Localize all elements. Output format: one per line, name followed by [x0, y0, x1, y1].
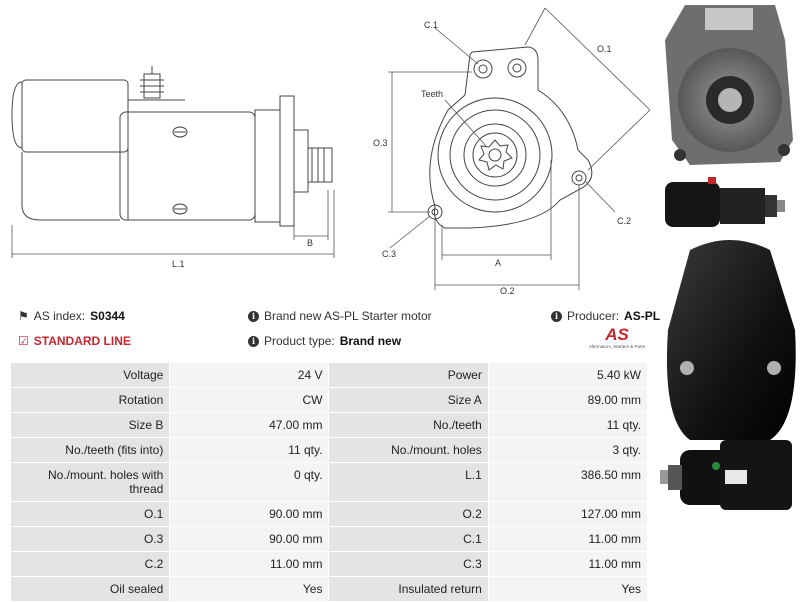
spec-value: 90.00 mm	[169, 501, 330, 527]
spec-label: No./teeth	[328, 412, 489, 438]
table-row: Size B 47.00 mm No./teeth 11 qty.	[9, 412, 649, 438]
side-view-drawing: B L.1	[11, 66, 335, 269]
spec-value: 5.40 kW	[487, 362, 649, 388]
photo-side-large	[660, 440, 792, 510]
spec-label: O.3	[9, 526, 171, 552]
spec-value: 127.00 mm	[487, 501, 649, 527]
spec-label: Power	[328, 362, 489, 388]
spec-value: 11 qty.	[169, 437, 330, 463]
table-row: Rotation CW Size A 89.00 mm	[9, 387, 649, 413]
spec-label: Oil sealed	[9, 576, 171, 602]
description: i Brand new AS-PL Starter motor	[248, 309, 432, 323]
spec-value: 24 V	[169, 362, 330, 388]
as-index-label: AS index:	[33, 309, 86, 323]
table-row: Voltage 24 V Power 5.40 kW	[9, 362, 649, 388]
info-icon: i	[248, 335, 259, 347]
spec-label: C.2	[9, 551, 171, 577]
spec-label: Size B	[9, 412, 171, 438]
tag-icon: ⚑	[18, 309, 29, 323]
photo-solenoid-cover	[666, 240, 796, 440]
dim-c1-label: C.1	[424, 20, 438, 30]
spec-value: Yes	[169, 576, 330, 602]
front-view-drawing: C.1 O.1 Teeth O.3 C.2 C.3 A O.2	[373, 7, 651, 296]
standard-line: ☑ STANDARD LINE	[18, 334, 131, 348]
checkbox-icon: ☑	[18, 334, 29, 348]
spec-value: 90.00 mm	[169, 526, 330, 552]
spec-label: No./mount. holes with thread	[9, 462, 171, 502]
info-icon: i	[248, 310, 259, 322]
spec-value: 11.00 mm	[169, 551, 330, 577]
dim-l1-label: L.1	[172, 259, 185, 269]
spec-table: Voltage 24 V Power 5.40 kW Rotation CW S…	[9, 362, 649, 602]
dim-o2-label: O.2	[500, 286, 515, 296]
description-text: Brand new AS-PL Starter motor	[264, 309, 432, 323]
table-row: O.1 90.00 mm O.2 127.00 mm	[9, 501, 649, 527]
spec-label: L.1	[328, 462, 489, 502]
spec-value: Yes	[487, 576, 649, 602]
spec-value: 3 qty.	[487, 437, 649, 463]
product-type-value: Brand new	[339, 334, 402, 348]
table-row: O.3 90.00 mm C.1 11.00 mm	[9, 526, 649, 552]
spec-value: 89.00 mm	[487, 387, 649, 413]
product-type: i Product type: Brand new	[248, 334, 401, 348]
dim-o3-label: O.3	[373, 138, 388, 148]
spec-label: Size A	[328, 387, 489, 413]
dim-c3-label: C.3	[382, 249, 396, 259]
teeth-label: Teeth	[421, 89, 443, 99]
spec-label: No./mount. holes	[328, 437, 489, 463]
producer-label: Producer:	[567, 309, 620, 323]
info-icon: i	[551, 310, 562, 322]
spec-value: 11.00 mm	[487, 551, 649, 577]
logo-text: AS	[605, 325, 629, 344]
spec-value: 47.00 mm	[169, 412, 330, 438]
dim-b-label: B	[307, 238, 313, 248]
as-index: ⚑ AS index: S0344	[18, 309, 125, 323]
spec-label: O.2	[328, 501, 489, 527]
table-row: Oil sealed Yes Insulated return Yes	[9, 576, 649, 602]
photo-side-small	[665, 177, 785, 227]
dim-o1-label: O.1	[597, 44, 612, 54]
logo-subtext: Alternators, Starters & Parts	[588, 344, 646, 349]
dim-a-label: A	[495, 258, 501, 268]
table-row: No./teeth (fits into) 11 qty. No./mount.…	[9, 437, 649, 463]
as-pl-logo: AS Alternators, Starters & Parts	[585, 325, 649, 350]
table-row: C.2 11.00 mm C.3 11.00 mm	[9, 551, 649, 577]
producer-value: AS-PL	[624, 309, 661, 323]
as-index-value: S0344	[90, 309, 125, 323]
spec-label: Insulated return	[328, 576, 489, 602]
producer: i Producer: AS-PL	[551, 309, 660, 323]
spec-label: C.1	[328, 526, 489, 552]
photo-front-view	[665, 5, 793, 165]
spec-value: 386.50 mm	[487, 462, 649, 502]
spec-label: O.1	[9, 501, 171, 527]
spec-value: 11.00 mm	[487, 526, 649, 552]
spec-label: No./teeth (fits into)	[9, 437, 171, 463]
spec-label: Rotation	[9, 387, 171, 413]
dim-c2-label: C.2	[617, 216, 631, 226]
spec-value: CW	[169, 387, 330, 413]
spec-label: C.3	[328, 551, 489, 577]
product-photos	[660, 5, 796, 510]
table-row: No./mount. holes with thread 0 qty. L.1 …	[9, 462, 649, 502]
spec-label: Voltage	[9, 362, 171, 388]
product-type-label: Product type:	[264, 334, 335, 348]
standard-line-label: STANDARD LINE	[33, 334, 131, 348]
spec-value: 11 qty.	[487, 412, 649, 438]
spec-value: 0 qty.	[169, 462, 330, 502]
